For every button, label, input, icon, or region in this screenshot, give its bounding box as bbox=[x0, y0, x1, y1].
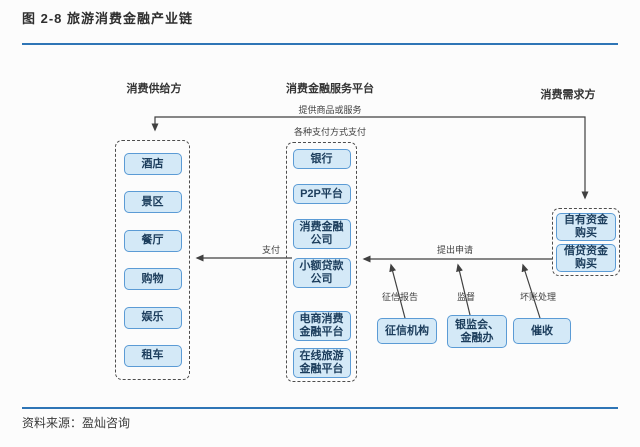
arrow-supervision bbox=[456, 263, 471, 316]
node-p2p-platform: P2P平台 bbox=[292, 184, 351, 204]
node-ecommerce-consumer-finance-platform: 电商消费金融平台 bbox=[292, 311, 351, 341]
platform-group: 银行 P2P平台 消费金融公司 小额贷款公司 电商消费金融平台 在线旅游金融平台 bbox=[286, 142, 357, 382]
column-header-supply: 消费供给方 bbox=[126, 83, 182, 95]
node-shopping: 购物 bbox=[123, 268, 182, 291]
label-credit-report: 征信报告 bbox=[381, 292, 418, 302]
source-note: 资料来源：盈灿咨询 bbox=[22, 416, 131, 430]
column-header-platform: 消费金融服务平台 bbox=[286, 83, 374, 95]
node-restaurant: 餐厅 bbox=[123, 229, 182, 252]
node-regulators: 银监会、金融办 bbox=[447, 315, 507, 348]
bottom-divider bbox=[22, 407, 618, 409]
node-credit-bureau: 征信机构 bbox=[377, 318, 437, 344]
node-collection-agency: 催收 bbox=[513, 318, 571, 344]
node-car-rental: 租车 bbox=[123, 344, 182, 367]
label-bad-debt-handling: 坏账处理 bbox=[519, 292, 556, 302]
demand-group: 自有资金购买 借贷资金购买 bbox=[552, 208, 620, 276]
label-pay: 支付 bbox=[261, 245, 280, 255]
node-consumer-finance-company: 消费金融公司 bbox=[292, 219, 351, 249]
supply-group: 酒店 景区 餐厅 购物 娱乐 租车 bbox=[115, 140, 190, 380]
node-own-funds-purchase: 自有资金购买 bbox=[556, 212, 616, 241]
arrow-credit-report bbox=[389, 263, 406, 319]
column-header-demand: 消费需求方 bbox=[540, 89, 596, 101]
label-apply: 提出申请 bbox=[436, 245, 473, 255]
arrow-supply-flow-left bbox=[151, 116, 330, 132]
label-payment-methods: 各种支付方式支付 bbox=[293, 127, 366, 137]
node-online-travel-finance-platform: 在线旅游金融平台 bbox=[292, 348, 351, 378]
node-microloan-company: 小额贷款公司 bbox=[292, 258, 351, 288]
node-bank: 银行 bbox=[292, 149, 351, 169]
node-scenic-area: 景区 bbox=[123, 191, 182, 214]
label-provide-goods: 提供商品或服务 bbox=[298, 105, 362, 115]
node-loan-funds-purchase: 借贷资金购买 bbox=[556, 243, 616, 272]
label-supervision: 监督 bbox=[456, 292, 475, 302]
node-entertainment: 娱乐 bbox=[123, 306, 182, 329]
top-divider bbox=[22, 43, 618, 45]
arrow-bad-debt bbox=[521, 263, 541, 319]
node-hotel: 酒店 bbox=[123, 153, 182, 175]
arrow-demand-flow-right bbox=[330, 116, 589, 200]
figure-title: 图 2-8 旅游消费金融产业链 bbox=[22, 11, 194, 26]
